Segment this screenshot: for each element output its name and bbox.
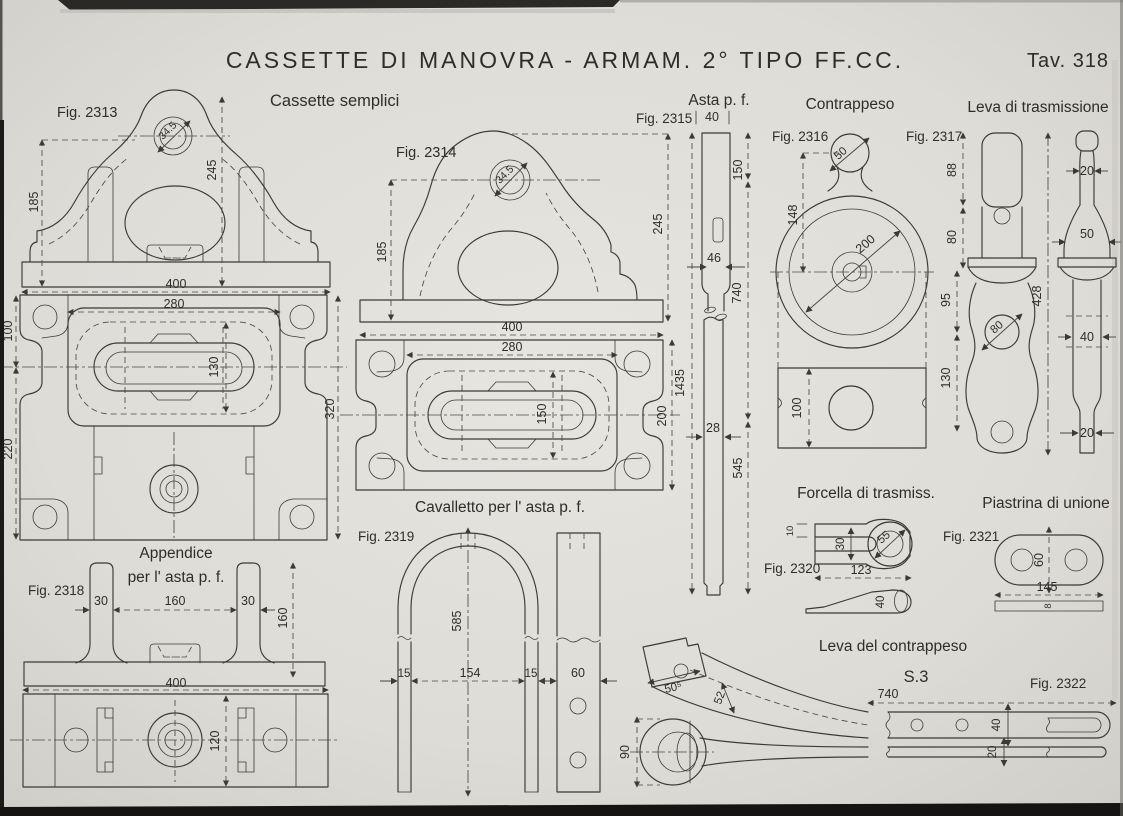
section-label-piastrina: Piastrina di unione: [982, 495, 1110, 512]
dim-2317-95: 95: [939, 293, 953, 307]
dim-2317-50: 50: [1080, 227, 1094, 241]
section-label-cassette-semplici: Cassette semplici: [270, 92, 399, 110]
dim-2320-123: 123: [851, 563, 872, 577]
dim-2313-320: 320: [323, 399, 337, 420]
dim-2319-15-left: 15: [398, 668, 411, 680]
dim-2318-160: 160: [165, 594, 186, 608]
dim-2315-46: 46: [707, 251, 721, 265]
dim-2320-30: 30: [835, 538, 847, 551]
dim-2318-160-vert: 160: [276, 608, 290, 629]
dim-2322-40: 40: [991, 719, 1003, 732]
dim-2322-740: 740: [878, 687, 899, 701]
dim-2316-148: 148: [786, 205, 800, 226]
dim-2320-40: 40: [875, 596, 887, 609]
fig-2322-leva-contrappeso: Leva del contrappeso S.3 Fig. 2322 740 4…: [618, 637, 1117, 788]
dim-2314-150: 150: [535, 404, 549, 425]
fig-2313-label: Fig. 2313: [57, 105, 117, 121]
fig-2315-asta: Asta p. f. Fig. 2315 40 1435 150 740 545…: [636, 92, 752, 596]
section-label-forcella: Forcella di trasmiss.: [797, 485, 935, 502]
dim-2313-280: 280: [164, 297, 185, 311]
dim-2317-80: 80: [945, 230, 959, 244]
section-label-asta: Asta p. f.: [688, 92, 749, 109]
dim-2313-220: 220: [1, 439, 15, 460]
dim-2316-100: 100: [790, 398, 804, 419]
fig-2317-leva-trasmissione: Leva di trasmissione Fig. 2317 80 88 80 …: [906, 99, 1121, 456]
dim-2317-130: 130: [939, 368, 953, 389]
dim-2315-740: 740: [730, 283, 744, 304]
fig-2315-label: Fig. 2315: [636, 111, 692, 126]
dim-2315-28: 28: [706, 421, 720, 435]
fig-2322-label: Fig. 2322: [1030, 676, 1086, 691]
fig-2319-label: Fig. 2319: [358, 529, 414, 544]
dim-2319-60: 60: [571, 666, 585, 680]
dim-2317-20-bot: 20: [1080, 426, 1094, 440]
fig-2314-label: Fig. 2314: [396, 145, 456, 161]
dim-2314-400: 400: [502, 320, 523, 334]
dim-2314-245: 245: [651, 214, 665, 235]
dim-2318-30-left: 30: [94, 594, 108, 608]
dim-2314-200: 200: [655, 406, 669, 427]
dim-2313-245: 245: [205, 160, 219, 181]
dim-2318-120: 120: [208, 731, 222, 752]
dim-2317-40: 40: [1080, 330, 1094, 344]
section-label-appendice-2: per l' asta p. f.: [128, 569, 225, 586]
fig-2316-label: Fig. 2316: [772, 129, 828, 144]
section-label-contrappeso: Contrappeso: [806, 96, 895, 113]
dim-2315-150: 150: [731, 160, 745, 181]
fig-2314-plan-view: 150 280 200: [340, 339, 680, 491]
fig-2313-plan-view: 280 100 130 320 220: [0, 294, 347, 541]
fig-2318-label: Fig. 2318: [28, 583, 84, 598]
fig-2316-contrappeso: Contrappeso Fig. 2316 50 148 200 100: [770, 96, 934, 449]
dim-2319-585: 585: [450, 611, 464, 632]
dim-2317-88: 88: [945, 163, 959, 177]
section-label-leva-contrappeso: Leva del contrappeso: [819, 638, 967, 655]
dim-2314-280: 280: [502, 340, 523, 354]
dim-2313-100: 100: [1, 321, 15, 342]
dim-2321-60: 60: [1032, 553, 1046, 567]
dim-2313-185: 185: [27, 192, 41, 213]
fig-2321-piastrina: Piastrina di unione Fig. 2321 60 145 8: [943, 495, 1110, 612]
title-block: CASSETTE DI MANOVRA - ARMAM. 2° TIPO FF.…: [226, 47, 1109, 73]
dim-2315-545: 545: [731, 458, 745, 479]
fig-2320-label: Fig. 2320: [764, 561, 820, 576]
dim-2317-20-top: 20: [1080, 164, 1094, 178]
section-label-cavalletto: Cavalletto per l' asta p. f.: [415, 499, 585, 516]
dim-2322-50-5: 50⁵: [663, 680, 683, 696]
dim-2315-1435: 1435: [673, 369, 687, 397]
fig-2317-label: Fig. 2317: [906, 129, 962, 144]
page-title: CASSETTE DI MANOVRA - ARMAM. 2° TIPO FF.…: [226, 47, 904, 73]
dim-2319-15-right: 15: [525, 668, 538, 680]
dim-2322-52: 52: [712, 690, 728, 706]
fig-2314-front-view: Fig. 2314 34.5 185 245 400: [359, 130, 672, 339]
dim-2318-30-right: 30: [241, 594, 255, 608]
section-label-leva-trasm: Leva di trasmissione: [967, 99, 1108, 116]
dim-2322-90: 90: [618, 745, 632, 759]
dim-2322-20: 20: [987, 746, 999, 759]
dim-2321-145: 145: [1037, 580, 1058, 594]
fig-2318-appendice: Appendice per l' asta p. f. Fig. 2318 30…: [10, 545, 340, 788]
dim-2315-40: 40: [705, 110, 719, 124]
fig-2319-cavalletto: Cavalletto per l' asta p. f. Fig. 2319 5…: [358, 499, 617, 797]
dim-2313-400: 400: [166, 277, 187, 291]
dim-2314-185: 185: [375, 242, 389, 263]
fig-2320-forcella: Forcella di trasmiss. Fig. 2320 55 10 30…: [764, 485, 935, 614]
dim-2321-8: 8: [1043, 603, 1054, 608]
section-mark-s3: S.3: [904, 668, 929, 686]
dim-2318-400: 400: [166, 676, 187, 690]
dim-2320-10: 10: [785, 526, 796, 537]
dim-2317-428: 428: [1030, 286, 1044, 307]
fig-2321-label: Fig. 2321: [943, 529, 999, 544]
section-label-appendice-1: Appendice: [139, 545, 212, 562]
dim-2319-154: 154: [460, 666, 481, 680]
dim-2313-130: 130: [207, 357, 221, 378]
plate-number: Tav. 318: [1027, 50, 1109, 72]
paper-crease: [1112, 60, 1118, 700]
